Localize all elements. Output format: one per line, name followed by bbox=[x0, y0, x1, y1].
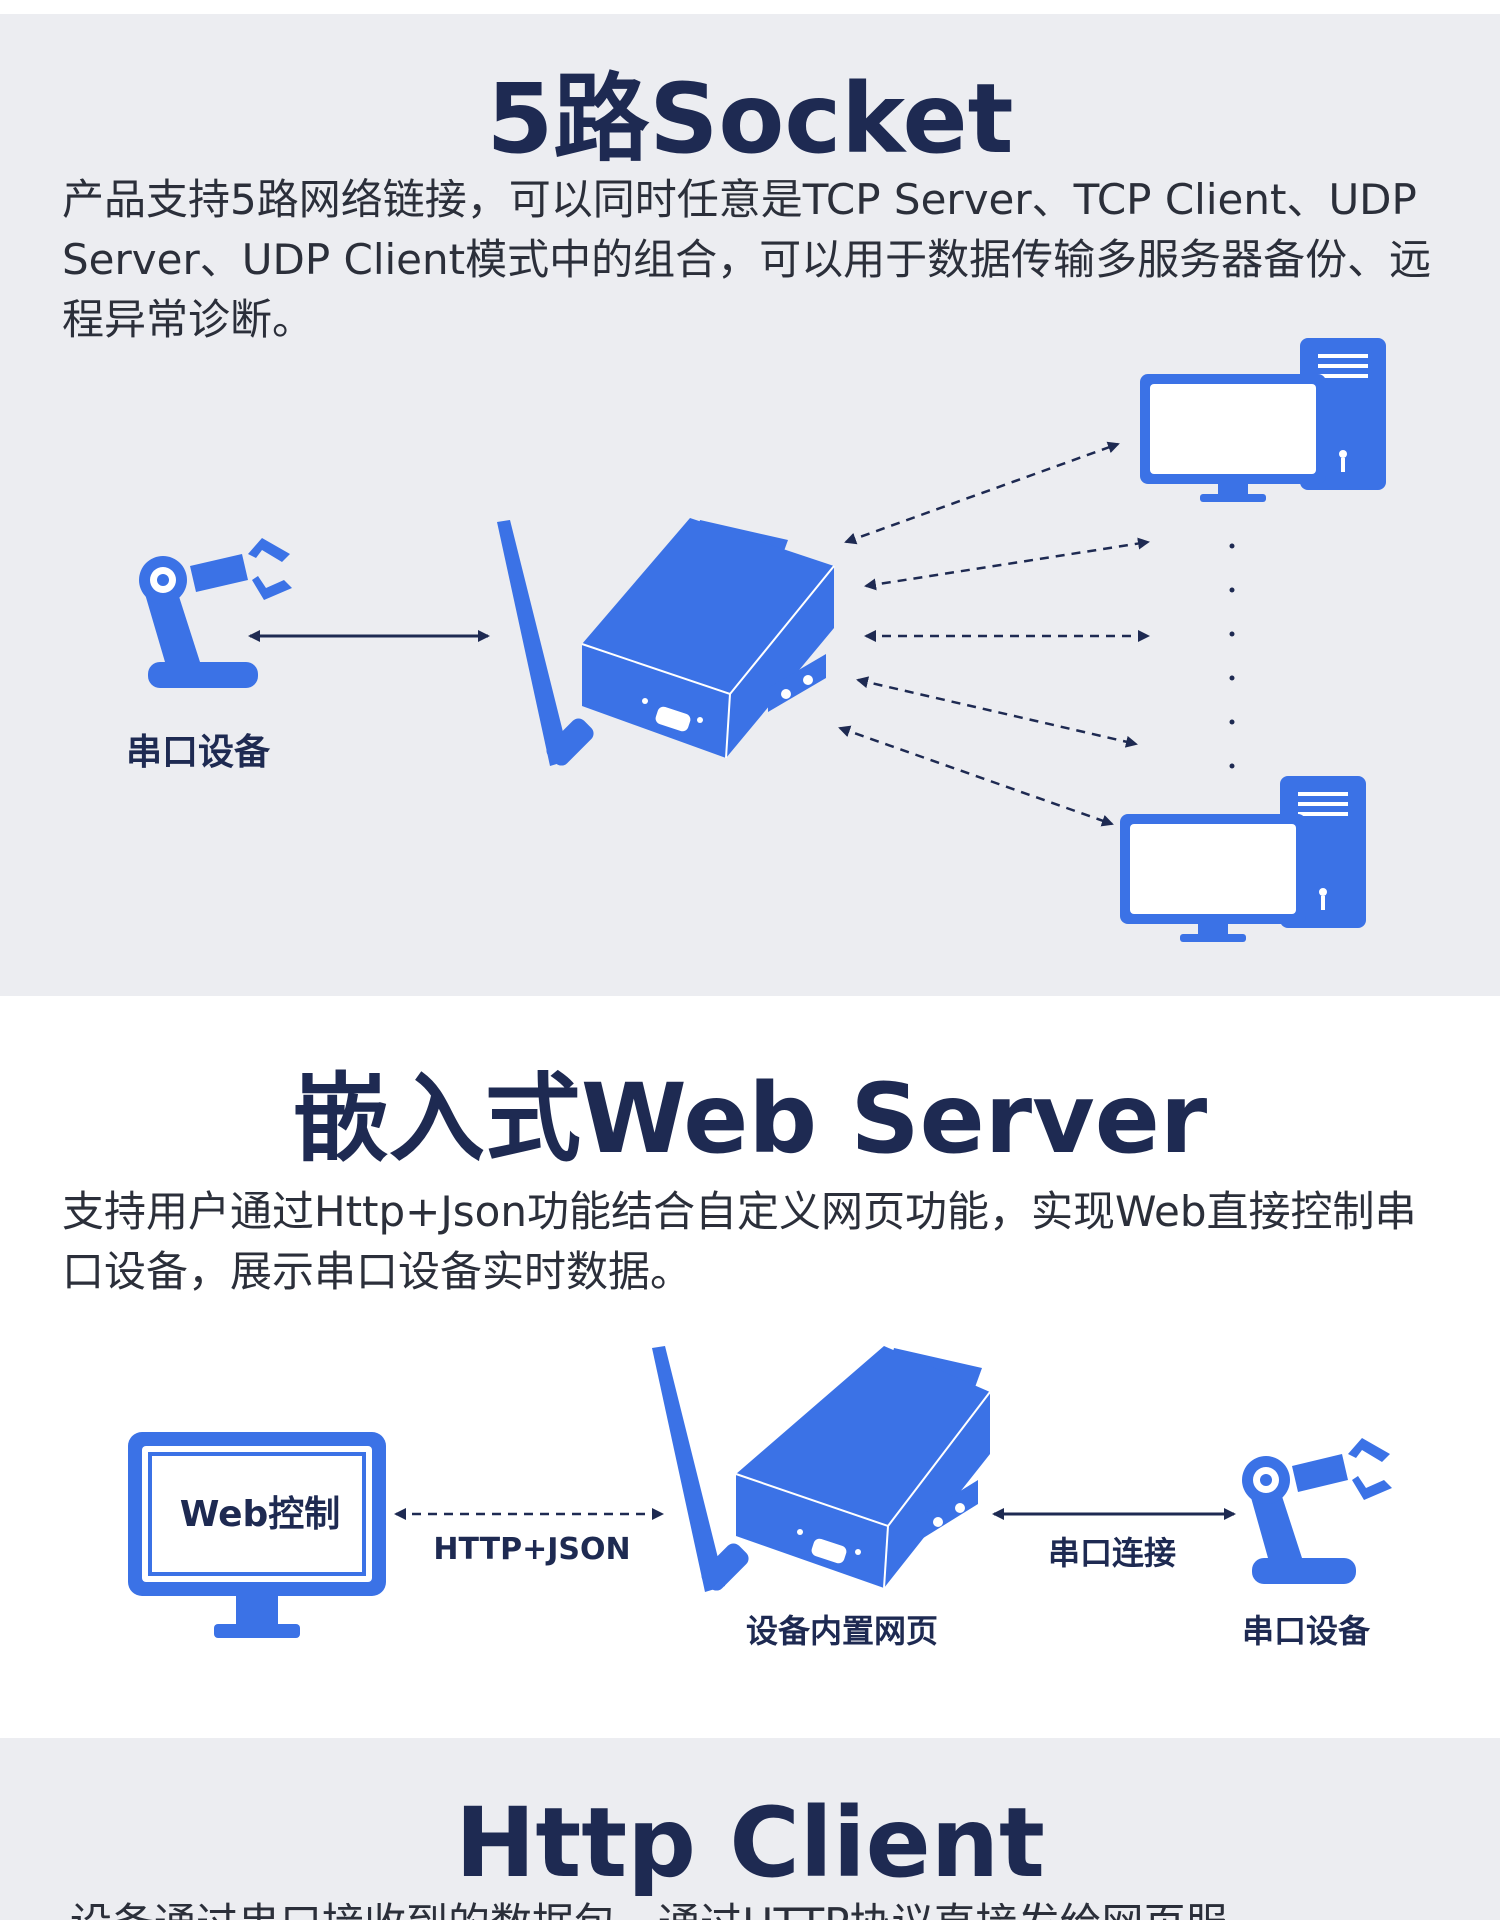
http-json-label: HTTP+JSON bbox=[433, 1532, 630, 1567]
section-description: 设备通过串口接收到的数据包，通过HTTP协议直接发给网页服 bbox=[70, 1894, 1450, 1920]
robot-arm-icon bbox=[1242, 1438, 1392, 1584]
section-title: 5路Socket bbox=[486, 63, 1014, 175]
robot-arm-icon bbox=[139, 538, 292, 688]
section-title: Http Client bbox=[455, 1787, 1045, 1899]
section-5-socket: 5路Socket 产品支持5路网络链接，可以同时任意是TCP Server、TC… bbox=[0, 14, 1500, 996]
socket-diagram: 串口设备 bbox=[126, 338, 1386, 942]
section-http-client: Http Client 设备通过串口接收到的数据包，通过HTTP协议直接发给网页… bbox=[0, 1738, 1500, 1920]
web-server-diagram: Web控制 HTTP+JSON 设备内置网页 串口连接 bbox=[128, 1346, 1392, 1650]
top-strip bbox=[0, 0, 1500, 14]
more-links-dots bbox=[1229, 543, 1235, 769]
monitor-icon bbox=[128, 1432, 386, 1638]
gateway-device-icon bbox=[735, 1346, 991, 1589]
antenna-icon bbox=[497, 520, 594, 766]
gateway-device-icon bbox=[581, 518, 835, 759]
server-computer-icon bbox=[1140, 338, 1386, 502]
section-title: 嵌入式Web Server bbox=[292, 1063, 1208, 1175]
section-description: 产品支持5路网络链接，可以同时任意是TCP Server、TCP Client、… bbox=[62, 175, 1432, 344]
serial-device-label: 串口设备 bbox=[126, 732, 271, 773]
serial-device-label: 串口设备 bbox=[1242, 1612, 1371, 1650]
device-webpage-label: 设备内置网页 bbox=[746, 1612, 938, 1650]
section-web-server: 嵌入式Web Server 支持用户通过Http+Json功能结合自定义网页功能… bbox=[0, 996, 1500, 1738]
web-control-label: Web控制 bbox=[180, 1494, 341, 1535]
section-description: 支持用户通过Http+Json功能结合自定义网页功能，实现Web直接控制串口设备… bbox=[62, 1187, 1417, 1296]
serial-connection-label: 串口连接 bbox=[1048, 1534, 1176, 1572]
antenna-icon bbox=[652, 1346, 749, 1592]
server-computer-icon bbox=[1120, 776, 1366, 942]
socket-link-arrows bbox=[838, 441, 1150, 827]
